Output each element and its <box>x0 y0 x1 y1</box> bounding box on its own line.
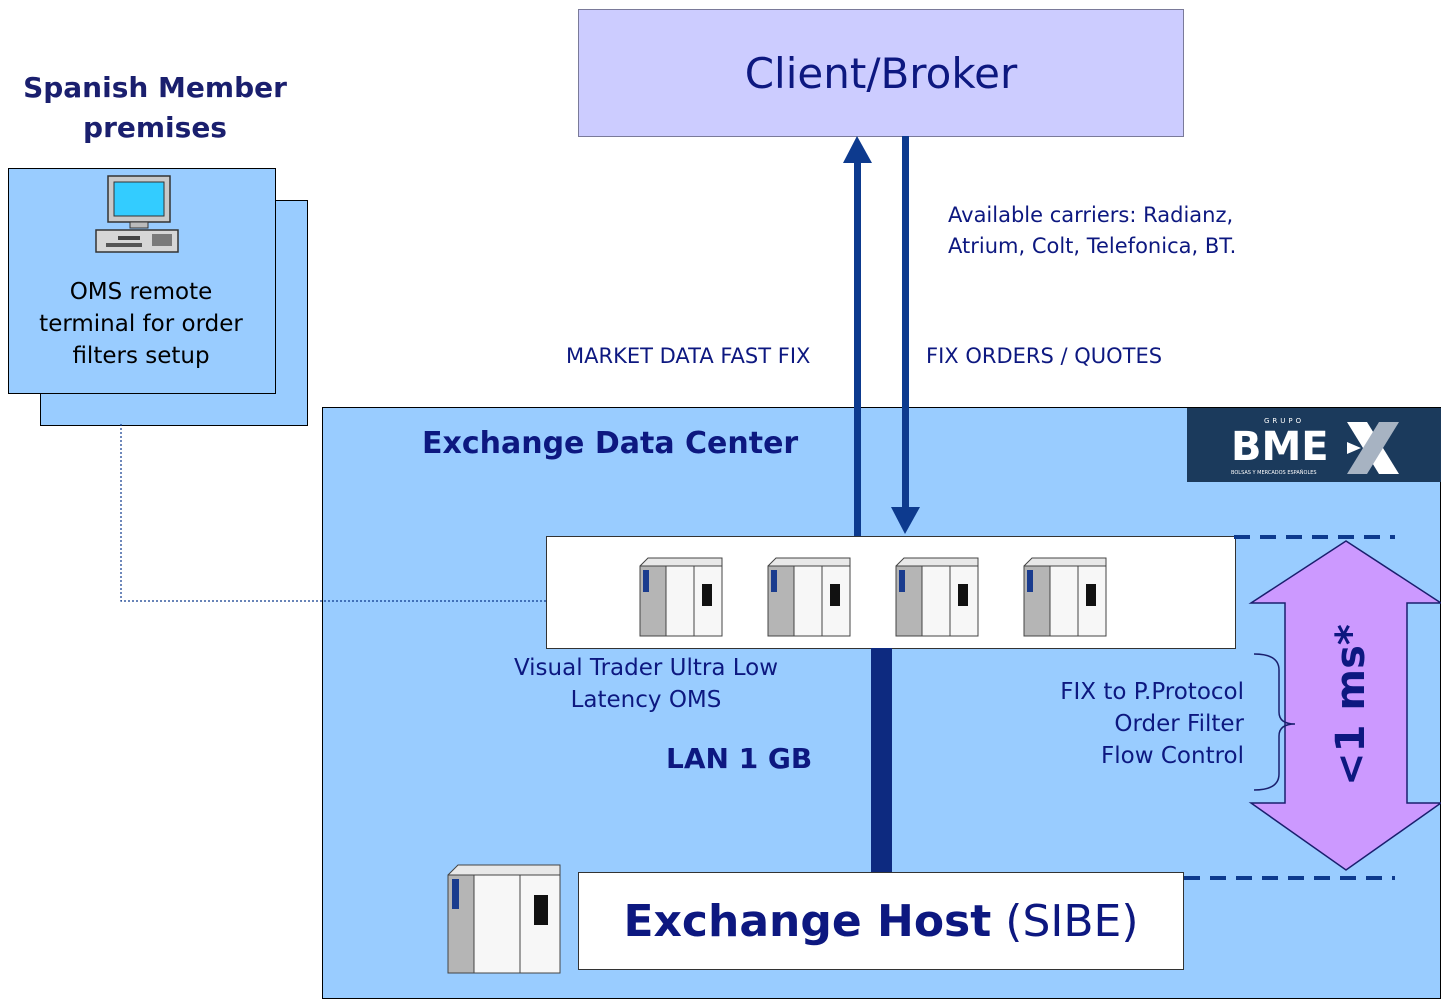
latency-label: <1 ms* <box>1328 624 1374 786</box>
exchange-host-title: Exchange Host <box>623 895 992 947</box>
exchange-host-box: Exchange Host (SIBE) <box>578 872 1184 970</box>
filter-brace <box>1253 653 1296 791</box>
terminal-label: OMS remote terminal for order filters se… <box>8 276 274 372</box>
terminal-label-line1: OMS remote <box>69 279 213 305</box>
lan-connection <box>871 648 892 872</box>
carriers-line2: Atrium, Colt, Telefonica, BT. <box>948 234 1237 258</box>
terminal-oms-connector <box>120 424 546 602</box>
server-icon <box>639 557 723 637</box>
server-icon <box>767 557 851 637</box>
bme-logo-main-text: BME <box>1231 424 1329 470</box>
bme-x-mark <box>1347 422 1399 474</box>
terminal-label-line3: filters setup <box>72 343 210 369</box>
carriers-line1: Available carriers: Radianz, <box>948 203 1234 227</box>
host-server-icon <box>447 864 561 974</box>
member-premises-title: Spanish Member premises <box>0 68 310 148</box>
terminal-label-line2: terminal for order <box>39 311 243 337</box>
filter-line2: Order Filter <box>1114 711 1244 737</box>
lan-label: LAN 1 GB <box>666 742 813 775</box>
oms-label-line2: Latency OMS <box>570 687 722 713</box>
exchange-host-suffix: (SIBE) <box>1005 895 1139 947</box>
latency-arrow: <1 ms* <box>1248 540 1441 871</box>
oms-label-line1: Visual Trader Ultra Low <box>513 655 779 681</box>
client-broker-box: Client/Broker <box>578 9 1184 137</box>
bme-logo-sub-text: BOLSAS Y MERCADOS ESPAÑOLES <box>1231 469 1317 476</box>
filter-line1: FIX to P.Protocol <box>1060 679 1244 705</box>
fix-orders-label: FIX ORDERS / QUOTES <box>926 344 1163 368</box>
market-data-arrow <box>843 136 872 536</box>
oms-label: Visual Trader Ultra Low Latency OMS <box>496 652 796 716</box>
client-broker-label: Client/Broker <box>744 48 1018 98</box>
orders-arrow <box>891 136 920 534</box>
member-title-line1: Spanish Member <box>23 71 287 104</box>
filter-functions: FIX to P.Protocol Order Filter Flow Cont… <box>1000 676 1244 772</box>
member-title-line2: premises <box>83 111 227 144</box>
market-data-label: MARKET DATA FAST FIX <box>566 344 811 368</box>
carriers-note: Available carriers: Radianz, Atrium, Col… <box>948 200 1328 262</box>
bme-logo: GRUPO BME BOLSAS Y MERCADOS ESPAÑOLES <box>1187 408 1441 482</box>
data-center-title: Exchange Data Center <box>422 426 799 461</box>
computer-icon <box>95 175 179 253</box>
filter-line3: Flow Control <box>1101 743 1244 769</box>
server-icon <box>1023 557 1107 637</box>
server-icon <box>895 557 979 637</box>
bme-logo-small-text: GRUPO <box>1264 417 1304 425</box>
